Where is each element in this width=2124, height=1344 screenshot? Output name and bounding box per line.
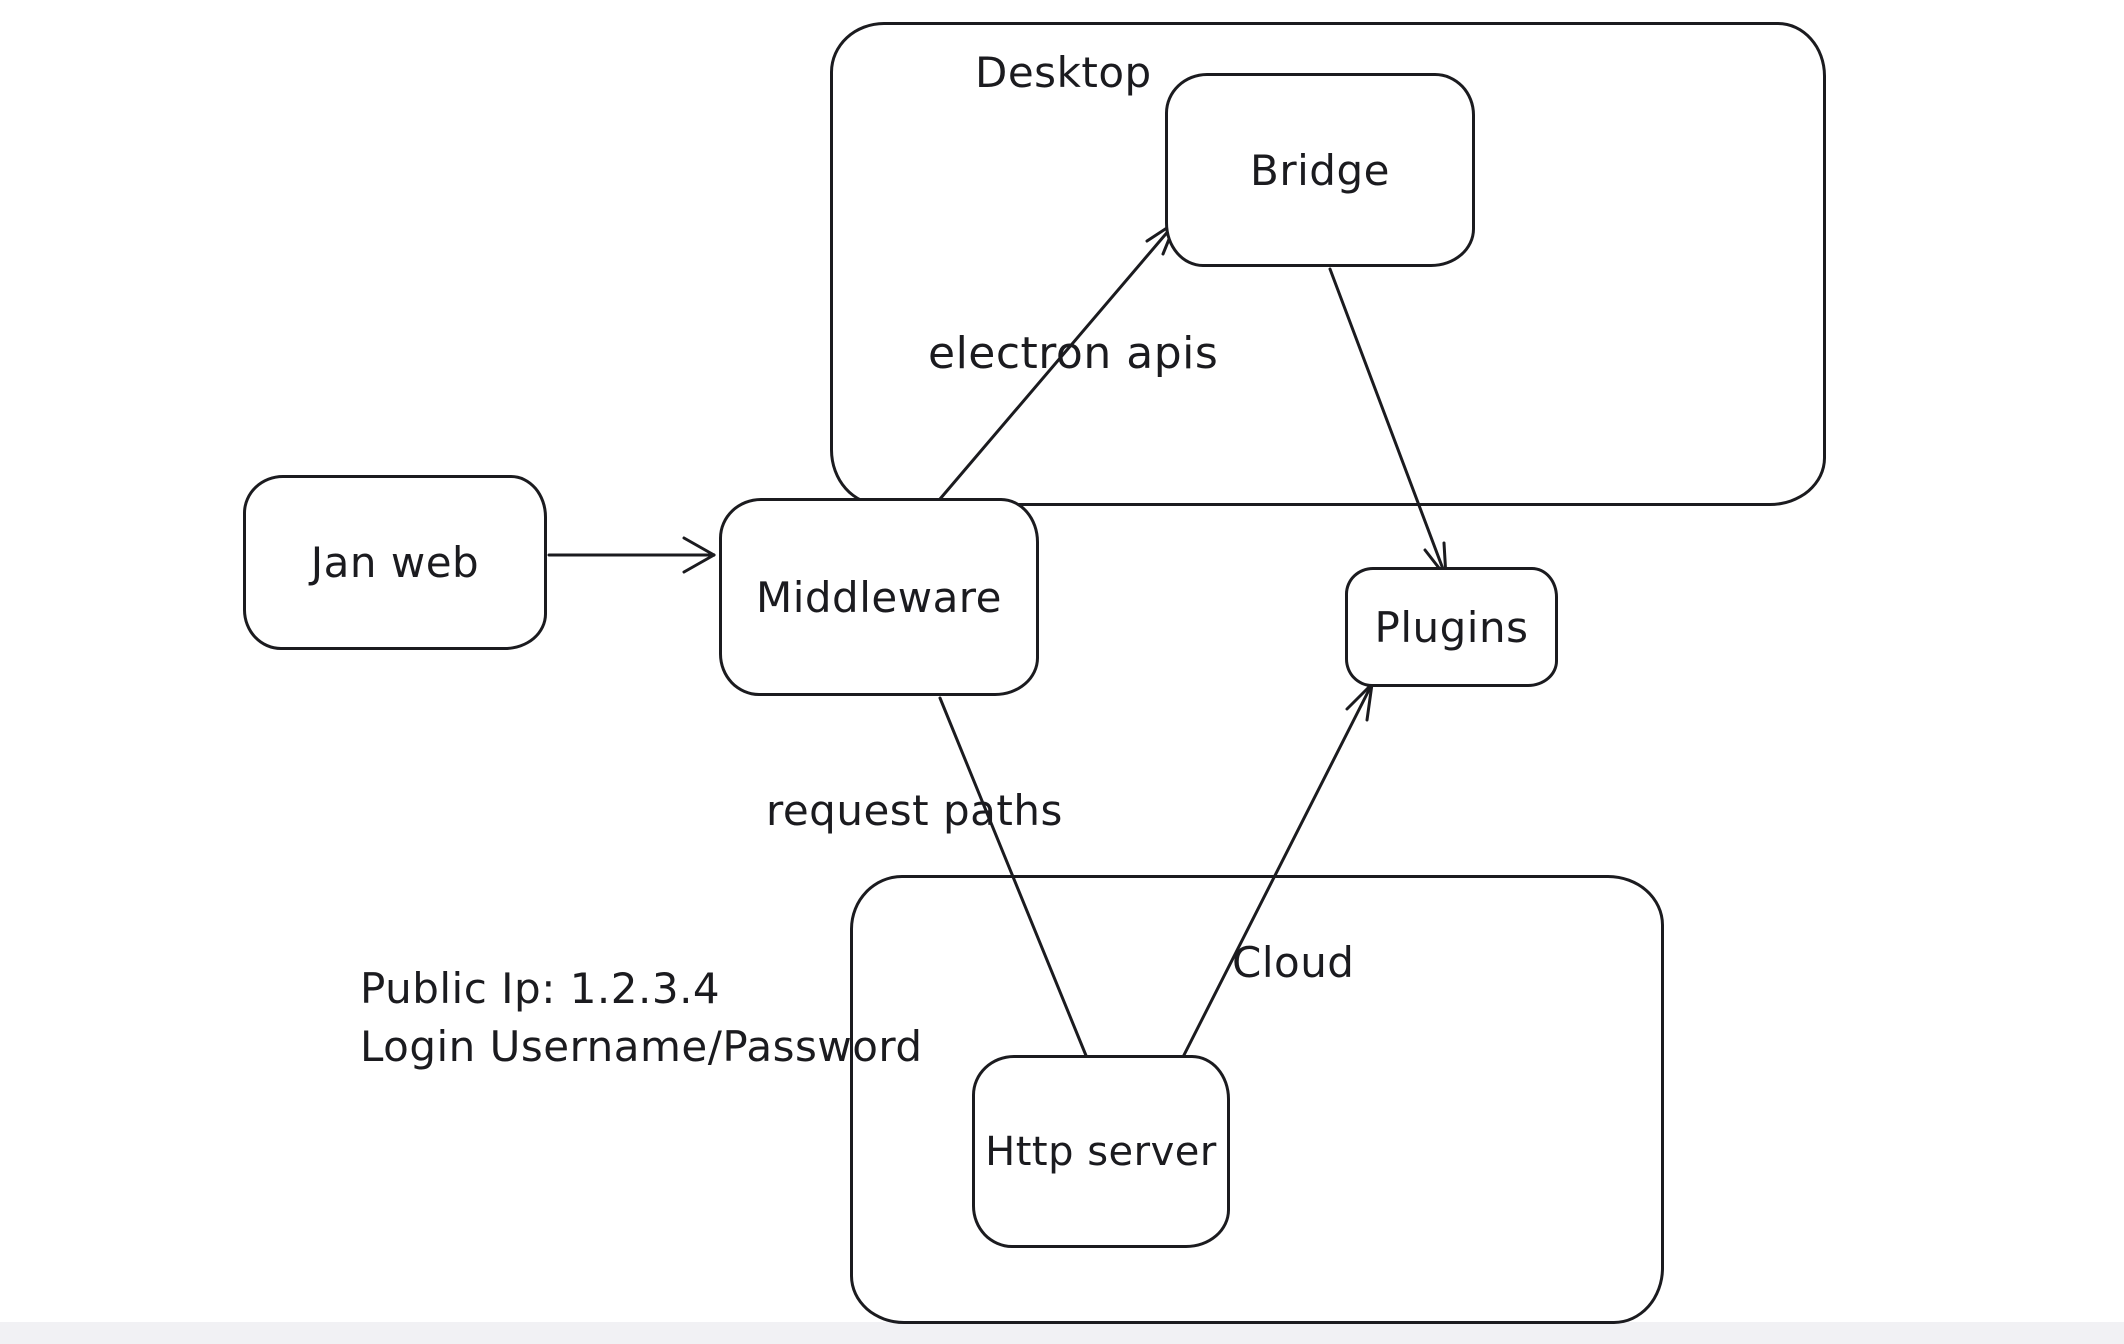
arrowhead [1365, 682, 1374, 722]
node-middleware[interactable]: Middleware [719, 498, 1039, 696]
arrowhead [682, 553, 716, 574]
arrowhead [1345, 682, 1374, 711]
middleware-label: Middleware [755, 572, 1002, 622]
arrow-line [1328, 267, 1448, 579]
arrow-line [938, 220, 1178, 501]
arrow-janweb-to-middleware[interactable] [547, 536, 716, 574]
arrow-line [1181, 682, 1374, 1059]
node-jan-web[interactable]: Jan web [243, 475, 547, 650]
arrow-httpserver-to-plugins[interactable] [1181, 682, 1374, 1059]
edge-label-request-paths: request paths [766, 786, 1063, 835]
line-middleware-to-httpserver[interactable] [938, 696, 1089, 1060]
bridge-label: Bridge [1250, 145, 1390, 195]
http-server-label: Http server [985, 1128, 1217, 1175]
desktop-container[interactable] [830, 22, 1826, 506]
arrow-bridge-to-plugins[interactable] [1328, 267, 1448, 579]
node-http-server[interactable]: Http server [972, 1055, 1230, 1248]
edge-label-electron-apis: electron apis [928, 328, 1219, 379]
credentials-annotation: Public Ip: 1.2.3.4 Login Username/Passwo… [360, 960, 923, 1076]
arrowhead [682, 536, 716, 557]
plugins-label: Plugins [1374, 602, 1529, 652]
node-plugins[interactable]: Plugins [1345, 567, 1558, 687]
arrow-line [938, 696, 1089, 1060]
desktop-container-label: Desktop [975, 48, 1152, 97]
bottom-edge-strip [0, 1322, 2124, 1344]
jan-web-label: Jan web [310, 538, 480, 587]
cloud-container-label: Cloud [1232, 938, 1355, 987]
cloud-container[interactable] [850, 875, 1664, 1324]
login-credentials-text: Login Username/Password [360, 1021, 923, 1071]
node-bridge[interactable]: Bridge [1165, 73, 1475, 267]
public-ip-text: Public Ip: 1.2.3.4 [360, 964, 721, 1013]
